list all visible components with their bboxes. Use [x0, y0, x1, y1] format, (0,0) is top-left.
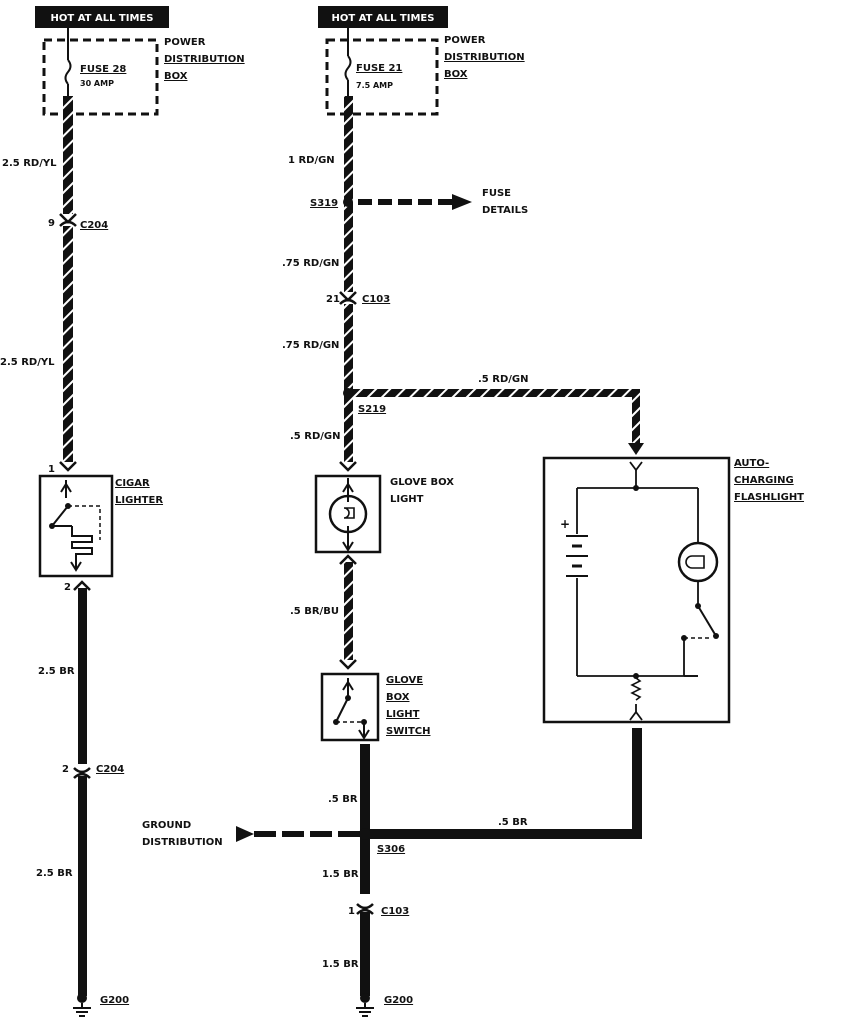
- battery-plus: +: [560, 517, 570, 531]
- wire-left-1-label: 2.5 RD/YL: [2, 158, 57, 169]
- wire-flash-label: .5 RD/GN: [478, 374, 528, 385]
- switch-label-4: SWITCH: [386, 726, 430, 737]
- switch-label-1: GLOVE: [386, 675, 423, 686]
- ground-distribution-arrow: [236, 826, 360, 842]
- wire-right-1-label: 1 RD/GN: [288, 155, 335, 166]
- splice-s319: [343, 197, 353, 207]
- wire-right-1: [344, 96, 353, 292]
- connector-c103-top: [339, 291, 357, 305]
- wire-right-5: [344, 562, 353, 660]
- wire-flash-ground-label: .5 BR: [498, 817, 528, 828]
- wire-flash-feed-down: [632, 389, 640, 443]
- flashlight-label-2: CHARGING: [734, 475, 794, 486]
- fuse-box-left: FUSE 28 30 AMP: [42, 28, 159, 116]
- connector-c204-top: [59, 213, 77, 227]
- auto-charging-flashlight: [542, 456, 731, 724]
- ground-dist-2: DISTRIBUTION: [142, 837, 223, 848]
- c103-top-label: C103: [362, 294, 390, 305]
- fuse-28-rating: 30 AMP: [80, 79, 114, 88]
- g200-left-label: G200: [100, 995, 129, 1006]
- pdb-left-3: BOX: [164, 71, 188, 82]
- splice-s306: [359, 828, 371, 840]
- c204-bot-pin: 2: [62, 764, 69, 775]
- splice-s219: [343, 388, 353, 398]
- fuse-21-rating: 7.5 AMP: [356, 81, 393, 90]
- fuse-21-label: FUSE 21: [356, 63, 402, 74]
- wire-left-2-label: 2.5 RD/YL: [0, 357, 55, 368]
- flashlight-label-1: AUTO-: [734, 458, 769, 469]
- fuse-details-2: DETAILS: [482, 205, 528, 216]
- wire-right-3: [344, 304, 353, 462]
- c103-top-pin: 21: [326, 294, 340, 305]
- ground-g200-left: [73, 993, 91, 1017]
- connector-c204-bottom: [73, 767, 91, 779]
- wire-flash-feed: [353, 389, 640, 397]
- wire-flash-ground-up: [632, 728, 642, 839]
- header-left-text: HOT AT ALL TIMES: [51, 13, 154, 24]
- ground-g200-right: [356, 993, 374, 1017]
- wire-right-8-label: 1.5 BR: [322, 959, 359, 970]
- lighter-label-1: CIGAR: [115, 478, 150, 489]
- wire-left-4-label: 2.5 BR: [36, 868, 73, 879]
- c204-top-label: C204: [80, 220, 108, 231]
- wire-right-2-label: .75 RD/GN: [282, 258, 339, 269]
- lighter-pin-2: 2: [64, 582, 71, 593]
- wire-left-2: [63, 226, 73, 462]
- ground-dist-1: GROUND: [142, 820, 191, 831]
- switch-label-3: LIGHT: [386, 709, 420, 720]
- header-left: HOT AT ALL TIMES: [35, 6, 169, 28]
- switch-label-2: BOX: [386, 692, 410, 703]
- s219-label: S219: [358, 404, 386, 415]
- header-right: HOT AT ALL TIMES: [318, 6, 448, 28]
- fuse-details-arrow: [358, 194, 472, 210]
- wire-right-6-label: .5 BR: [328, 794, 358, 805]
- connector-c103-bottom: [356, 903, 374, 915]
- wire-right-3-label: .75 RD/GN: [282, 340, 339, 351]
- s306-label: S306: [377, 844, 405, 855]
- fuse-details-1: FUSE: [482, 188, 511, 199]
- fuse-28-label: FUSE 28: [80, 64, 126, 75]
- wire-left-1: [63, 96, 73, 214]
- wire-right-7-label: 1.5 BR: [322, 869, 359, 880]
- wire-left-3: [78, 588, 87, 764]
- wire-left-3-label: 2.5 BR: [38, 666, 75, 677]
- header-right-text: HOT AT ALL TIMES: [332, 13, 435, 24]
- glove-box-light: [314, 474, 382, 554]
- c103-bot-label: C103: [381, 906, 409, 917]
- pdb-left-2: DISTRIBUTION: [164, 54, 245, 65]
- glove-box-switch: [320, 672, 380, 742]
- c204-bot-label: C204: [96, 764, 124, 775]
- lighter-pin-1: 1: [48, 464, 55, 475]
- c103-bot-pin: 1: [348, 906, 355, 917]
- wire-right-5-label: .5 BR/BU: [290, 606, 339, 617]
- wire-right-8: [360, 912, 370, 996]
- wire-flash-ground: [370, 829, 642, 839]
- wire-right-6: [360, 744, 370, 894]
- wire-left-4: [78, 776, 87, 996]
- pdb-right-2: DISTRIBUTION: [444, 52, 525, 63]
- glove-light-label-2: LIGHT: [390, 494, 424, 505]
- cigar-lighter: [38, 474, 114, 578]
- s319-label: S319: [310, 198, 338, 209]
- wire-right-4-label: .5 RD/GN: [290, 431, 340, 442]
- fuse-box-right: FUSE 21 7.5 AMP: [325, 28, 439, 116]
- lighter-label-2: LIGHTER: [115, 495, 163, 506]
- pdb-right-3: BOX: [444, 69, 468, 80]
- pdb-right-1: POWER: [444, 35, 486, 46]
- c204-top-pin: 9: [48, 218, 55, 229]
- flashlight-label-3: FLASHLIGHT: [734, 492, 804, 503]
- pdb-left-1: POWER: [164, 37, 206, 48]
- g200-right-label: G200: [384, 995, 413, 1006]
- glove-light-label-1: GLOVE BOX: [390, 477, 454, 488]
